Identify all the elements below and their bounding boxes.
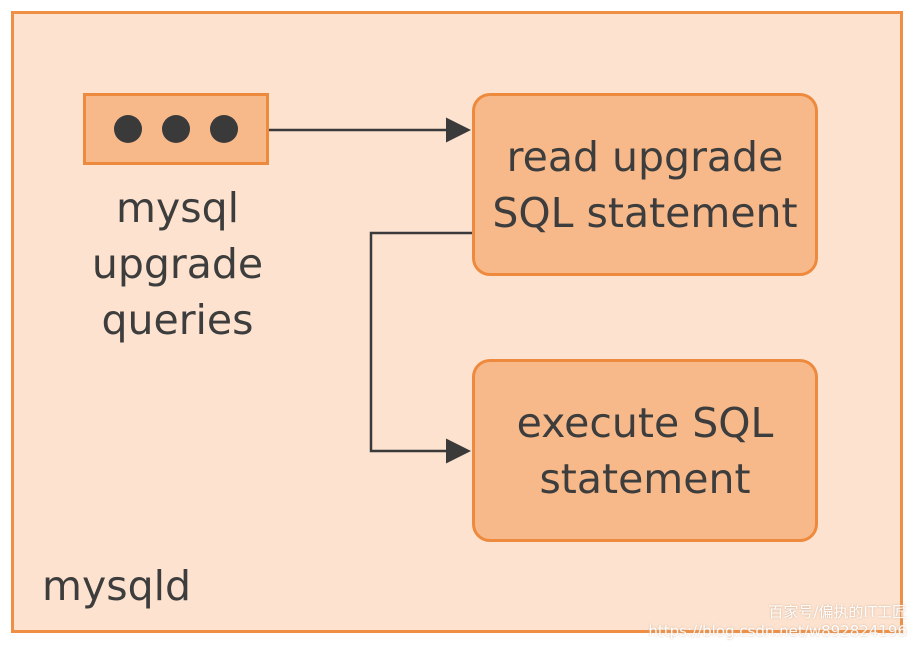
- label-line: mysql: [116, 184, 239, 232]
- watermark: 百家号/偏执的IT工匠 https://blog.csdn.net/w89282…: [648, 603, 907, 641]
- label-line: queries: [101, 296, 254, 344]
- ellipsis-dot-icon: [210, 115, 238, 143]
- upgrade-queries-node: [83, 93, 269, 165]
- read-statement-node: read upgrade SQL statement: [472, 93, 818, 276]
- node-text-line: execute SQL: [516, 398, 774, 447]
- execute-statement-node: execute SQL statement: [472, 359, 818, 542]
- upgrade-queries-label: mysql upgrade queries: [60, 180, 295, 348]
- ellipsis-dot-icon: [114, 115, 142, 143]
- mysqld-label: mysqld: [42, 562, 192, 610]
- node-text-line: statement: [539, 454, 751, 503]
- label-line: upgrade: [91, 240, 264, 288]
- watermark-line: 百家号/偏执的IT工匠: [768, 603, 907, 621]
- node-text-line: SQL statement: [492, 188, 798, 237]
- watermark-line: https://blog.csdn.net/w892824196: [648, 622, 907, 640]
- ellipsis-dot-icon: [162, 115, 190, 143]
- node-text-line: read upgrade: [506, 132, 784, 181]
